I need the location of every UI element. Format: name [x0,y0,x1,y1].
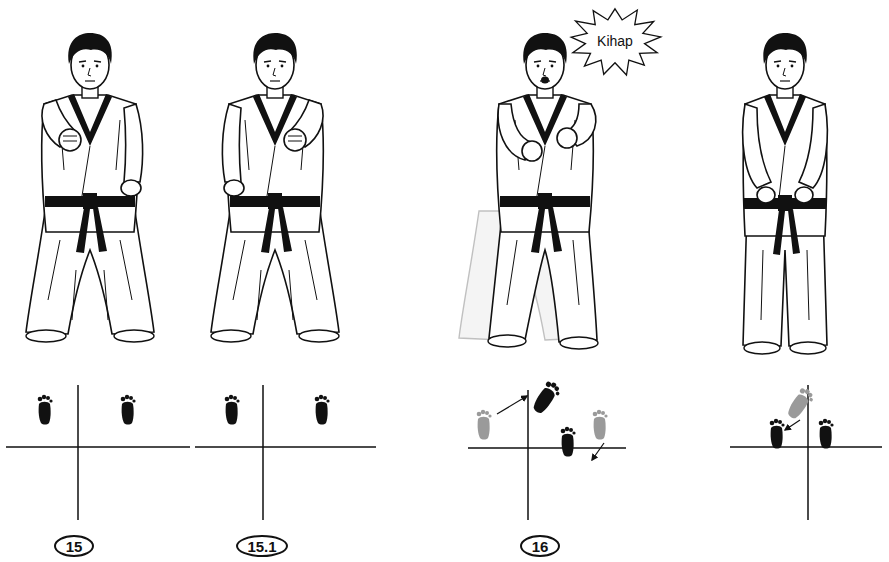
movement-arrows [497,396,800,460]
step-number: 15 [54,535,94,557]
step-number-text: 15 [66,538,83,555]
kihap-text: Kihap [597,33,633,49]
figure-walking-stance [459,33,598,349]
step-number: 15.1 [236,535,288,557]
figure-horse-punch [26,33,154,342]
kihap-burst: Kihap [566,5,664,77]
cross-axes [6,385,882,520]
figure-ready-stance [743,33,828,354]
step-number: 16 [520,535,560,557]
burst-shape [571,9,661,75]
step-number-text: 16 [532,538,549,555]
step-number-text: 15.1 [247,538,276,555]
foot-positions [38,379,834,457]
figure-horse-punch [211,33,339,342]
